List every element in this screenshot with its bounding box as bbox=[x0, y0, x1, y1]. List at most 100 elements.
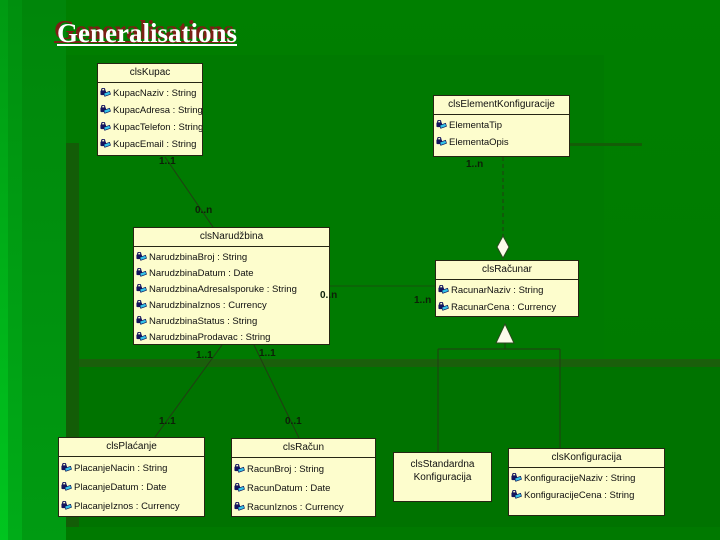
class-attribute: NarudzbinaBroj : String bbox=[134, 249, 329, 265]
page-title: Generalisations bbox=[57, 18, 237, 48]
uml-attribute-icon bbox=[136, 267, 147, 277]
attribute-text: KupacTelefon : String bbox=[113, 122, 202, 133]
class-attributes: KonfiguracijeNaziv : String Konfiguracij… bbox=[509, 468, 664, 504]
class-attribute: KonfiguracijeCena : String bbox=[509, 487, 664, 504]
class-attribute: PlacanjeNacin : String bbox=[59, 459, 204, 478]
class-title: clsKupac bbox=[98, 64, 202, 83]
attribute-text: PlacanjeDatum : Date bbox=[74, 482, 167, 493]
attribute-text: KupacEmail : String bbox=[113, 139, 197, 150]
class-title: clsStandardna Konfiguracija bbox=[410, 459, 475, 483]
class-attributes: NarudzbinaBroj : String NarudzbinaDatum … bbox=[134, 247, 329, 345]
background-dark-vertical-band bbox=[66, 143, 79, 527]
class-attribute: KonfiguracijeNaziv : String bbox=[509, 470, 664, 487]
class-box-placanje: clsPlaćanje PlacanjeNacin : String Placa… bbox=[58, 437, 205, 517]
uml-attribute-icon bbox=[136, 283, 147, 293]
uml-attribute-icon bbox=[100, 139, 111, 148]
class-box-racunar: clsRačunar RacunarNaziv : String Racunar… bbox=[435, 260, 579, 317]
multiplicity-racun-link-top: 1..1 bbox=[259, 348, 276, 359]
uml-attribute-icon bbox=[234, 464, 245, 473]
attribute-text: RacunarCena : Currency bbox=[451, 302, 557, 313]
uml-attribute-icon bbox=[61, 501, 72, 510]
uml-attribute-icon bbox=[436, 137, 447, 146]
background-stripe-left-1 bbox=[0, 0, 8, 540]
uml-attribute-icon bbox=[511, 490, 522, 499]
class-box-element-konfiguracije: clsElementKonfiguracije ElementaTip Elem… bbox=[433, 95, 570, 157]
class-attribute: KupacTelefon : String bbox=[98, 119, 202, 136]
attribute-text: PlacanjeNacin : String bbox=[74, 463, 168, 474]
attribute-text: KonfiguracijeCena : String bbox=[524, 490, 635, 501]
multiplicity-racun-link-bottom: 0..1 bbox=[285, 416, 302, 427]
attribute-text: NarudzbinaProdavac : String bbox=[149, 331, 271, 343]
class-attribute: NarudzbinaProdavac : String bbox=[134, 329, 329, 345]
class-attribute: KupacEmail : String bbox=[98, 136, 202, 153]
class-attribute: ElementaTip bbox=[434, 117, 569, 134]
multiplicity-placanje-link-top: 1..1 bbox=[196, 350, 213, 361]
class-attribute: RacunBroj : String bbox=[232, 460, 375, 479]
uml-attribute-icon bbox=[100, 105, 111, 114]
class-attribute: NarudzbinaAdresaIsporuke : String bbox=[134, 281, 329, 297]
attribute-text: KupacNaziv : String bbox=[113, 88, 197, 99]
class-attributes: RacunarNaziv : String RacunarCena : Curr… bbox=[436, 280, 578, 316]
uml-attribute-icon bbox=[436, 120, 447, 129]
class-attribute: RacunDatum : Date bbox=[232, 479, 375, 498]
class-title: clsRačunar bbox=[436, 261, 578, 280]
class-attribute: NarudzbinaDatum : Date bbox=[134, 265, 329, 281]
attribute-text: NarudzbinaBroj : String bbox=[149, 251, 248, 263]
uml-attribute-icon bbox=[100, 122, 111, 131]
class-attribute: KupacAdresa : String bbox=[98, 102, 202, 119]
uml-attribute-icon bbox=[438, 302, 449, 311]
uml-attribute-icon bbox=[61, 463, 72, 472]
attribute-text: RacunDatum : Date bbox=[247, 483, 331, 494]
class-attribute: PlacanjeDatum : Date bbox=[59, 478, 204, 497]
class-attribute: ElementaOpis bbox=[434, 134, 569, 151]
attribute-text: ElementaTip bbox=[449, 120, 502, 131]
class-box-kupac: clsKupac KupacNaziv : String KupacAdresa… bbox=[97, 63, 203, 156]
class-attribute: NarudzbinaIznos : Currency bbox=[134, 297, 329, 313]
class-attribute: KupacNaziv : String bbox=[98, 85, 202, 102]
multiplicity-kupac-end: 1..1 bbox=[159, 156, 176, 167]
class-attributes: ElementaTip ElementaOpis bbox=[434, 115, 569, 151]
class-box-standardna-konfiguracija: clsStandardna Konfiguracija bbox=[393, 452, 492, 502]
class-box-racun: clsRačun RacunBroj : String RacunDatum :… bbox=[231, 438, 376, 517]
uml-attribute-icon bbox=[511, 473, 522, 482]
uml-attribute-icon bbox=[136, 315, 147, 325]
class-attribute: PlacanjeIznos : Currency bbox=[59, 497, 204, 516]
class-attributes: RacunBroj : String RacunDatum : Date Rac… bbox=[232, 458, 375, 517]
uml-attribute-icon bbox=[136, 299, 147, 309]
attribute-text: NarudzbinaDatum : Date bbox=[149, 267, 254, 279]
uml-attribute-icon bbox=[136, 251, 147, 261]
attribute-text: NarudzbinaStatus : String bbox=[149, 315, 258, 327]
uml-attribute-icon bbox=[234, 502, 245, 511]
multiplicity-narudzbina-racunar-left: 0..n bbox=[320, 290, 338, 301]
attribute-text: NarudzbinaIznos : Currency bbox=[149, 299, 267, 311]
class-attribute: NarudzbinaStatus : String bbox=[134, 313, 329, 329]
uml-attribute-icon bbox=[438, 285, 449, 294]
class-title: clsPlaćanje bbox=[59, 438, 204, 457]
multiplicity-narudzbina-end: 0..n bbox=[195, 205, 213, 216]
class-attributes: KupacNaziv : String KupacAdresa : String… bbox=[98, 83, 202, 153]
attribute-text: RacunIznos : Currency bbox=[247, 502, 344, 513]
background-seam-line bbox=[567, 143, 642, 146]
attribute-text: PlacanjeIznos : Currency bbox=[74, 501, 180, 512]
multiplicity-placanje-link-bottom: 1..1 bbox=[159, 416, 176, 427]
attribute-text: KonfiguracijeNaziv : String bbox=[524, 473, 636, 484]
uml-attribute-icon bbox=[136, 331, 147, 341]
class-title: clsElementKonfiguracije bbox=[434, 96, 569, 115]
class-box-konfiguracija: clsKonfiguracija KonfiguracijeNaziv : St… bbox=[508, 448, 665, 516]
background-dark-horizontal-band bbox=[66, 359, 720, 367]
class-attributes: PlacanjeNacin : String PlacanjeDatum : D… bbox=[59, 457, 204, 516]
multiplicity-elementkonf-end: 1..n bbox=[466, 159, 484, 170]
class-attribute: RacunarCena : Currency bbox=[436, 299, 578, 316]
class-attribute: RacunIznos : Currency bbox=[232, 498, 375, 517]
uml-attribute-icon bbox=[100, 88, 111, 97]
attribute-text: NarudzbinaAdresaIsporuke : String bbox=[149, 283, 297, 295]
uml-attribute-icon bbox=[234, 483, 245, 492]
attribute-text: ElementaOpis bbox=[449, 137, 509, 148]
attribute-text: RacunBroj : String bbox=[247, 464, 325, 475]
class-title: clsNarudžbina bbox=[134, 228, 329, 247]
class-box-narudzbina: clsNarudžbina NarudzbinaBroj : String Na… bbox=[133, 227, 330, 345]
uml-attribute-icon bbox=[61, 482, 72, 491]
attribute-text: RacunarNaziv : String bbox=[451, 285, 544, 296]
class-attribute: RacunarNaziv : String bbox=[436, 282, 578, 299]
